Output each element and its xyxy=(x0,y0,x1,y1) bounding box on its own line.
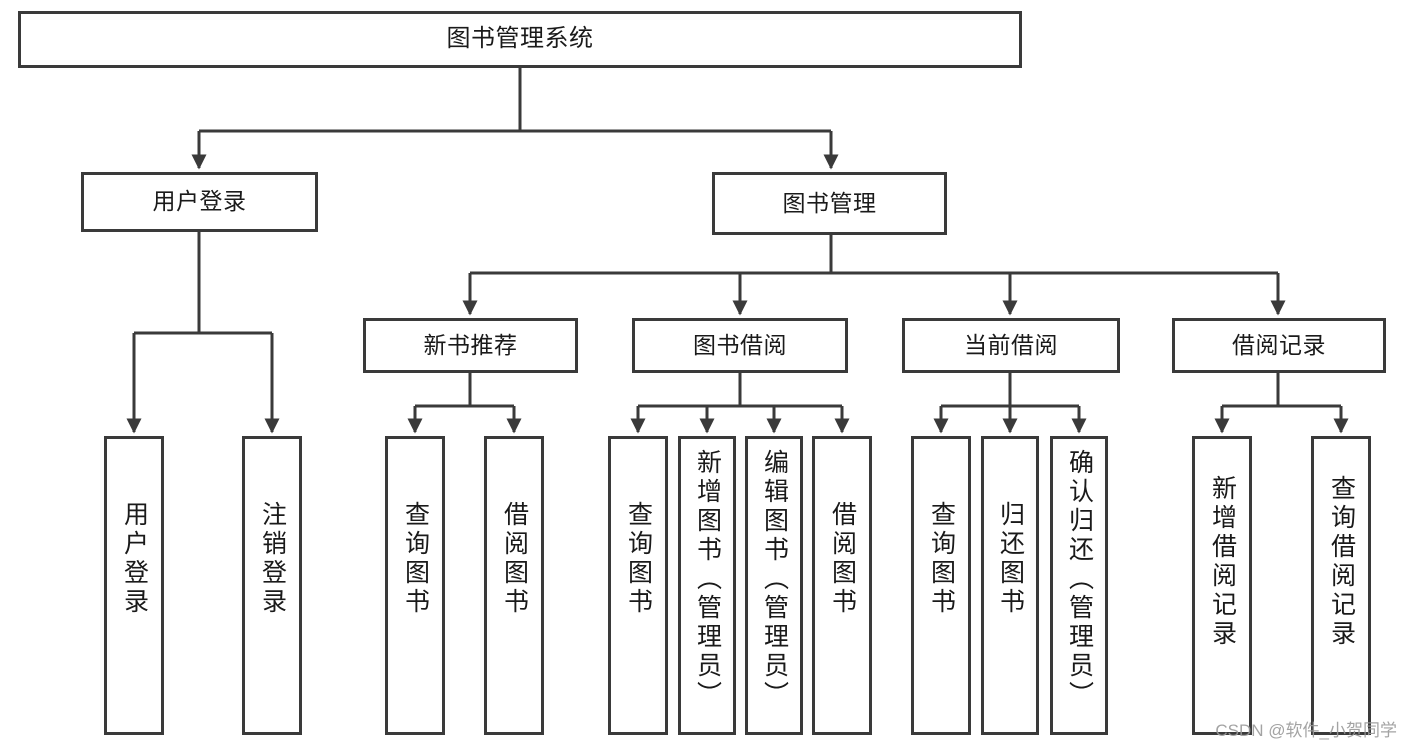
node-label: 确认归还（管理员） xyxy=(1065,449,1094,710)
leaf-confirm-return-admin[interactable]: 确认归还（管理员） xyxy=(1050,436,1108,735)
node-new-book-recommend[interactable]: 新书推荐 xyxy=(363,318,578,373)
node-label: 查询图书 xyxy=(624,501,653,617)
node-book-borrow[interactable]: 图书借阅 xyxy=(632,318,848,373)
leaf-query-book-current[interactable]: 查询图书 xyxy=(911,436,971,735)
node-label: 新书推荐 xyxy=(423,331,518,358)
node-label: 归还图书 xyxy=(996,501,1025,617)
node-label: 借阅图书 xyxy=(828,501,857,617)
leaf-add-borrow-record[interactable]: 新增借阅记录 xyxy=(1192,436,1252,735)
node-user-login[interactable]: 用户登录 xyxy=(81,172,318,232)
node-label: 查询借阅记录 xyxy=(1327,475,1356,649)
leaf-query-borrow-record[interactable]: 查询借阅记录 xyxy=(1311,436,1371,735)
node-label: 图书管理 xyxy=(782,189,877,216)
leaf-return-book[interactable]: 归还图书 xyxy=(981,436,1039,735)
node-current-borrow[interactable]: 当前借阅 xyxy=(902,318,1120,373)
node-borrow-record[interactable]: 借阅记录 xyxy=(1172,318,1386,373)
node-label: 新增借阅记录 xyxy=(1208,475,1237,649)
leaf-query-book-borrow[interactable]: 查询图书 xyxy=(608,436,668,735)
node-label: 注销登录 xyxy=(258,501,287,617)
node-label: 查询图书 xyxy=(927,501,956,617)
leaf-logout-login[interactable]: 注销登录 xyxy=(242,436,302,735)
node-label: 借阅记录 xyxy=(1232,331,1326,358)
leaf-borrow-book-recommend[interactable]: 借阅图书 xyxy=(484,436,544,735)
node-label: 用户登录 xyxy=(152,188,247,215)
leaf-query-book-recommend[interactable]: 查询图书 xyxy=(385,436,445,735)
leaf-user-login[interactable]: 用户登录 xyxy=(104,436,164,735)
node-label: 图书管理系统 xyxy=(446,25,594,53)
node-label: 查询图书 xyxy=(401,501,430,617)
node-label: 图书借阅 xyxy=(693,331,787,358)
csdn-watermark: CSDN @软件_小贺同学 xyxy=(1215,721,1397,740)
leaf-edit-book-admin[interactable]: 编辑图书（管理员） xyxy=(745,436,803,735)
node-book-management[interactable]: 图书管理 xyxy=(712,172,947,235)
node-label: 当前借阅 xyxy=(964,331,1058,358)
node-label: 编辑图书（管理员） xyxy=(760,449,789,710)
node-root-book-management-system[interactable]: 图书管理系统 xyxy=(18,11,1022,68)
leaf-borrow-book-borrow[interactable]: 借阅图书 xyxy=(812,436,872,735)
node-label: 新增图书（管理员） xyxy=(693,449,722,710)
node-label: 借阅图书 xyxy=(500,501,529,617)
node-label: 用户登录 xyxy=(120,501,149,617)
leaf-add-book-admin[interactable]: 新增图书（管理员） xyxy=(678,436,736,735)
